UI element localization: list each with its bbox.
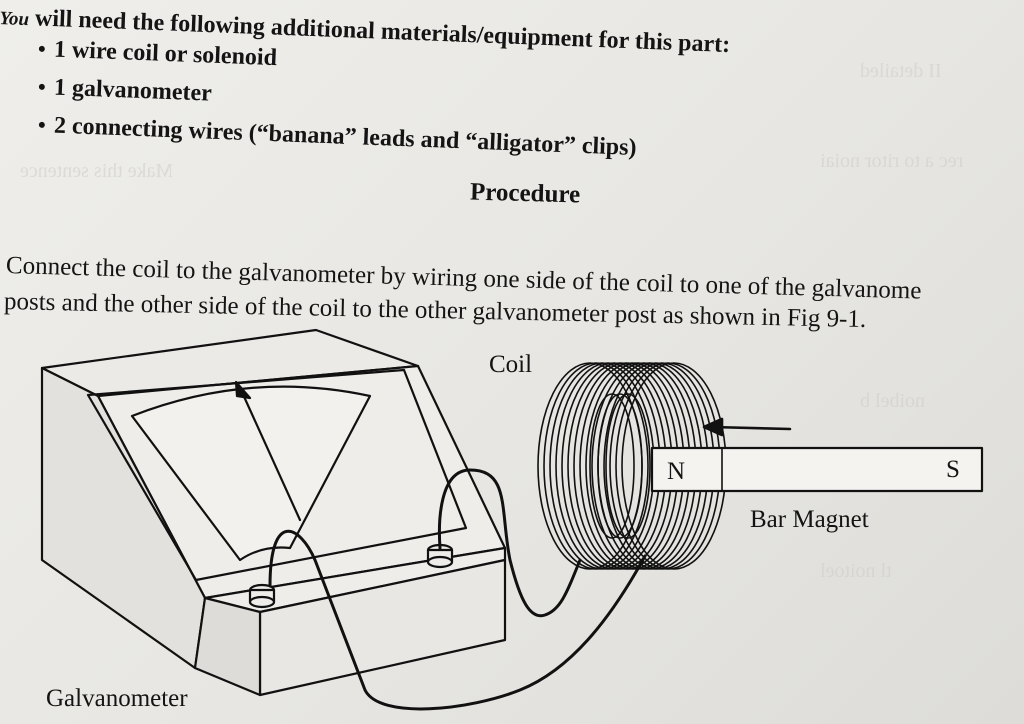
connecting-wires	[268, 468, 647, 711]
coil-label: Coil	[489, 351, 533, 378]
bar-magnet-label: Bar Magnet	[750, 506, 869, 533]
south-pole-label: S	[946, 456, 960, 483]
galvanometer-drawing	[40, 328, 507, 697]
motion-arrow	[702, 417, 792, 437]
bar-magnet-drawing	[650, 446, 984, 493]
north-pole-label: N	[667, 458, 686, 485]
galvanometer-label: Galvanometer	[46, 685, 188, 712]
